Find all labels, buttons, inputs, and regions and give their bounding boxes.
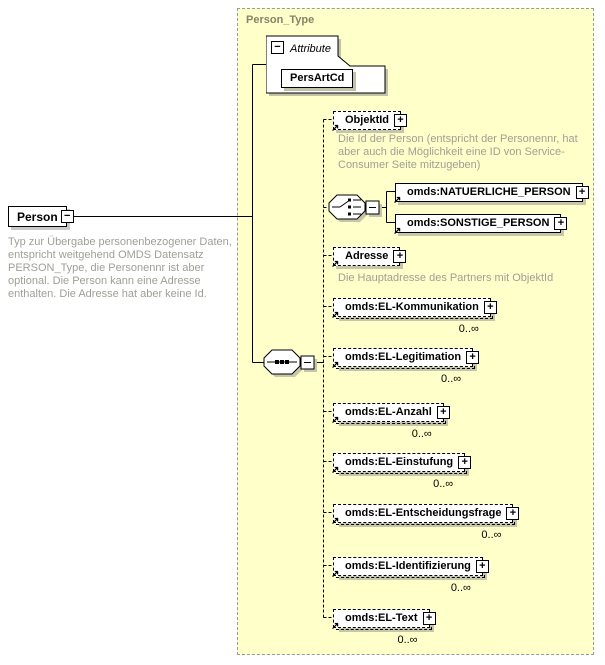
- person-type-container: Person_Type: [237, 8, 594, 655]
- element-el-identifizierung[interactable]: ↗ omds:EL-Identifizierung + 0..∞: [331, 556, 489, 594]
- element-ref-icon: ↗: [331, 515, 340, 527]
- element-el-einstufung[interactable]: ↗ omds:EL-Einstufung + 0..∞: [331, 452, 472, 490]
- element-adresse-label: Adresse: [345, 250, 389, 262]
- element-natuerliche-person-label: omds:NATUERLICHE_PERSON: [407, 186, 571, 198]
- element-ref-icon: ↗: [331, 464, 340, 476]
- element-el-text-label: omds:EL-Text: [345, 612, 418, 624]
- cardinality-label: 0..∞: [450, 581, 471, 594]
- element-el-identifizierung-label: omds:EL-Identifizierung: [345, 560, 471, 572]
- objektid-expand-button[interactable]: +: [394, 113, 408, 127]
- person-annotation: Typ zur Übergabe personenbezogener Daten…: [8, 236, 232, 300]
- element-person-box[interactable]: Person −: [8, 206, 74, 227]
- element-el-kommunikation[interactable]: ↗ omds:EL-Kommunikation + 0..∞: [331, 297, 497, 335]
- adresse-expand-button[interactable]: +: [393, 249, 407, 263]
- element-el-legitimation[interactable]: ↗ omds:EL-Legitimation + 0..∞: [331, 347, 480, 385]
- attribute-persartcd-label: PersArtCd: [290, 72, 345, 84]
- element-el-einstufung-label: omds:EL-Einstufung: [345, 456, 454, 468]
- person-type-label: Person_Type: [246, 14, 315, 26]
- el-entscheidungsfrage-expand-button[interactable]: +: [506, 506, 520, 520]
- element-sonstige-person-label: omds:SONSTIGE_PERSON: [407, 217, 550, 229]
- element-el-identifizierung-box[interactable]: ↗ omds:EL-Identifizierung +: [331, 556, 489, 579]
- element-ref-icon: ↗: [393, 225, 402, 237]
- element-el-text[interactable]: ↗ omds:EL-Text + 0..∞: [331, 608, 436, 646]
- objektid-annotation: Die Id der Person (entspricht der Person…: [338, 133, 578, 171]
- element-el-anzahl[interactable]: ↗ omds:EL-Anzahl + 0..∞: [331, 402, 450, 440]
- element-ref-icon: ↗: [331, 568, 340, 580]
- element-el-anzahl-label: omds:EL-Anzahl: [345, 406, 432, 418]
- el-kommunikation-expand-button[interactable]: +: [483, 300, 497, 314]
- attribute-persartcd-box[interactable]: PersArtCd: [281, 68, 354, 88]
- el-text-expand-button[interactable]: +: [422, 611, 436, 625]
- element-el-entscheidungsfrage-label: omds:EL-Entscheidungsfrage: [345, 507, 502, 519]
- element-person-label: Person: [17, 209, 58, 224]
- element-el-anzahl-box[interactable]: ↗ omds:EL-Anzahl +: [331, 402, 450, 425]
- element-ref-icon: ↗: [331, 359, 340, 371]
- element-person[interactable]: Person −: [8, 206, 74, 227]
- element-el-legitimation-label: omds:EL-Legitimation: [345, 351, 462, 363]
- cardinality-label: 0..∞: [433, 477, 454, 490]
- element-adresse[interactable]: ↗ Adresse +: [331, 246, 407, 269]
- element-objektid-box[interactable]: ↗ ObjektId +: [331, 110, 408, 133]
- element-natuerliche-person-box[interactable]: ↗ omds:NATUERLICHE_PERSON +: [393, 182, 589, 205]
- element-el-legitimation-box[interactable]: ↗ omds:EL-Legitimation +: [331, 347, 480, 370]
- element-sonstige-person-box[interactable]: ↗ omds:SONSTIGE_PERSON +: [393, 213, 568, 236]
- el-anzahl-expand-button[interactable]: +: [436, 405, 450, 419]
- element-natuerliche-person[interactable]: ↗ omds:NATUERLICHE_PERSON +: [393, 182, 589, 205]
- cardinality-label: 0..∞: [397, 633, 418, 646]
- attribute-persartcd[interactable]: PersArtCd: [281, 68, 354, 88]
- adresse-annotation: Die Hauptadresse des Partners mit Objekt…: [338, 272, 554, 284]
- element-el-text-box[interactable]: ↗ omds:EL-Text +: [331, 608, 436, 631]
- element-ref-icon: ↗: [331, 122, 340, 134]
- element-el-kommunikation-box[interactable]: ↗ omds:EL-Kommunikation +: [331, 297, 497, 320]
- element-ref-icon: ↗: [331, 258, 340, 270]
- attribute-section-label: Attribute: [290, 43, 331, 55]
- element-sonstige-person[interactable]: ↗ omds:SONSTIGE_PERSON +: [393, 213, 568, 236]
- cardinality-label: 0..∞: [481, 528, 502, 541]
- el-einstufung-expand-button[interactable]: +: [458, 455, 472, 469]
- element-el-kommunikation-label: omds:EL-Kommunikation: [345, 301, 479, 313]
- element-el-entscheidungsfrage-box[interactable]: ↗ omds:EL-Entscheidungsfrage +: [331, 503, 520, 526]
- element-adresse-box[interactable]: ↗ Adresse +: [331, 246, 407, 269]
- choice-compositor-icon[interactable]: [328, 193, 384, 226]
- cardinality-label: 0..∞: [458, 322, 479, 335]
- element-objektid[interactable]: ↗ ObjektId +: [331, 110, 408, 133]
- element-el-entscheidungsfrage[interactable]: ↗ omds:EL-Entscheidungsfrage + 0..∞: [331, 503, 520, 541]
- cardinality-label: 0..∞: [441, 372, 462, 385]
- cardinality-label: 0..∞: [411, 427, 432, 440]
- element-ref-icon: ↗: [331, 414, 340, 426]
- el-legitimation-expand-button[interactable]: +: [466, 350, 480, 364]
- person-collapse-button[interactable]: −: [60, 210, 74, 223]
- el-identifizierung-expand-button[interactable]: +: [475, 559, 489, 573]
- element-objektid-label: ObjektId: [345, 114, 390, 126]
- element-el-einstufung-box[interactable]: ↗ omds:EL-Einstufung +: [331, 452, 472, 475]
- element-ref-icon: ↗: [331, 309, 340, 321]
- natuerliche-person-expand-button[interactable]: +: [575, 185, 589, 199]
- sonstige-person-expand-button[interactable]: +: [554, 216, 568, 230]
- attribute-collapse-button[interactable]: −: [271, 41, 284, 54]
- element-ref-icon: ↗: [331, 620, 340, 632]
- element-ref-icon: ↗: [393, 194, 402, 206]
- sequence-compositor-icon[interactable]: [263, 348, 319, 381]
